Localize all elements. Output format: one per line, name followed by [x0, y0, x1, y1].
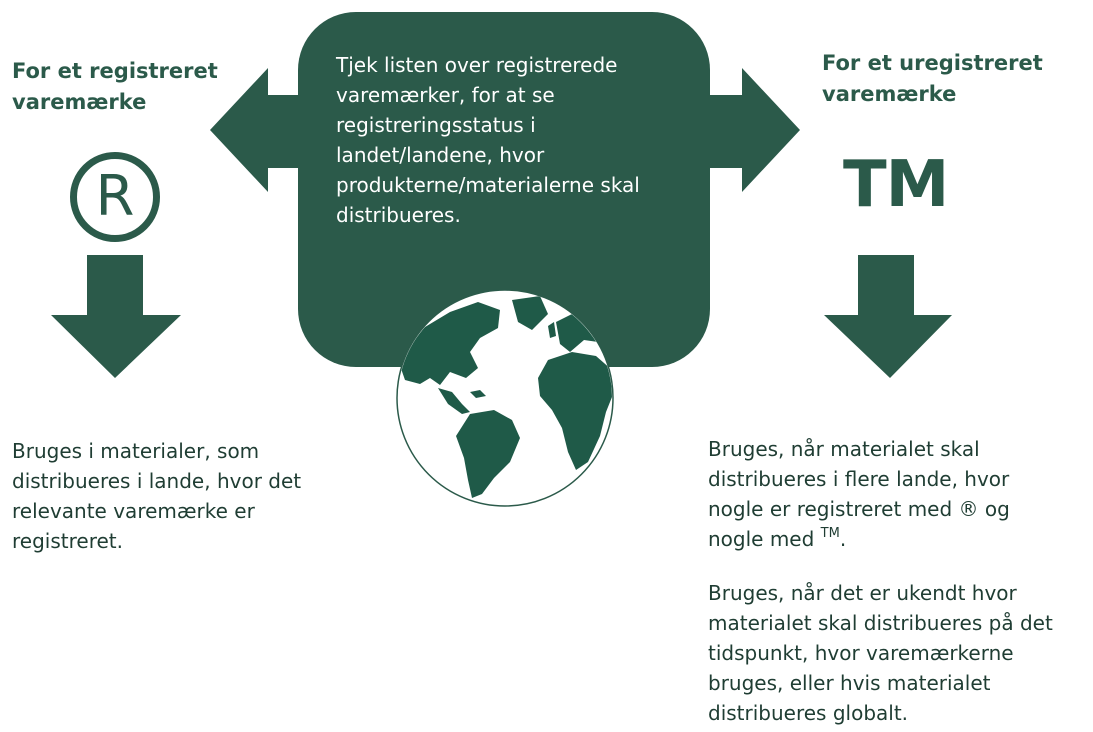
usage-text-part: og nogle med [708, 497, 1010, 551]
registered-trademark-icon: R [70, 152, 160, 242]
unregistered-heading: For et uregistreret varemærke [822, 51, 1043, 106]
center-box [298, 12, 710, 367]
usage-text-end: . [839, 527, 847, 551]
globe-icon [396, 289, 614, 507]
registered-inline-symbol: ® [958, 497, 979, 521]
registered-symbol-letter: R [95, 164, 135, 229]
left-down-arrow [51, 255, 181, 378]
right-down-arrow [824, 255, 952, 378]
trademark-inline-symbol: TM [820, 526, 840, 542]
registered-usage-text: Bruges i materialer, som distribueres i … [12, 439, 302, 553]
unregistered-usage-text-2: Bruges, når det er ukendt hvor materiale… [708, 581, 1053, 725]
unregistered-usage-text-1: Bruges, når materialet skal distribueres… [708, 434, 1048, 554]
trademark-icon: TM [843, 148, 949, 222]
registered-heading: For et registreret varemærke [12, 59, 218, 114]
usage-text-part: Bruges, når materialet skal distribueres… [708, 437, 1010, 521]
center-instruction-text: Tjek listen over registrerede varemærker… [336, 53, 640, 227]
